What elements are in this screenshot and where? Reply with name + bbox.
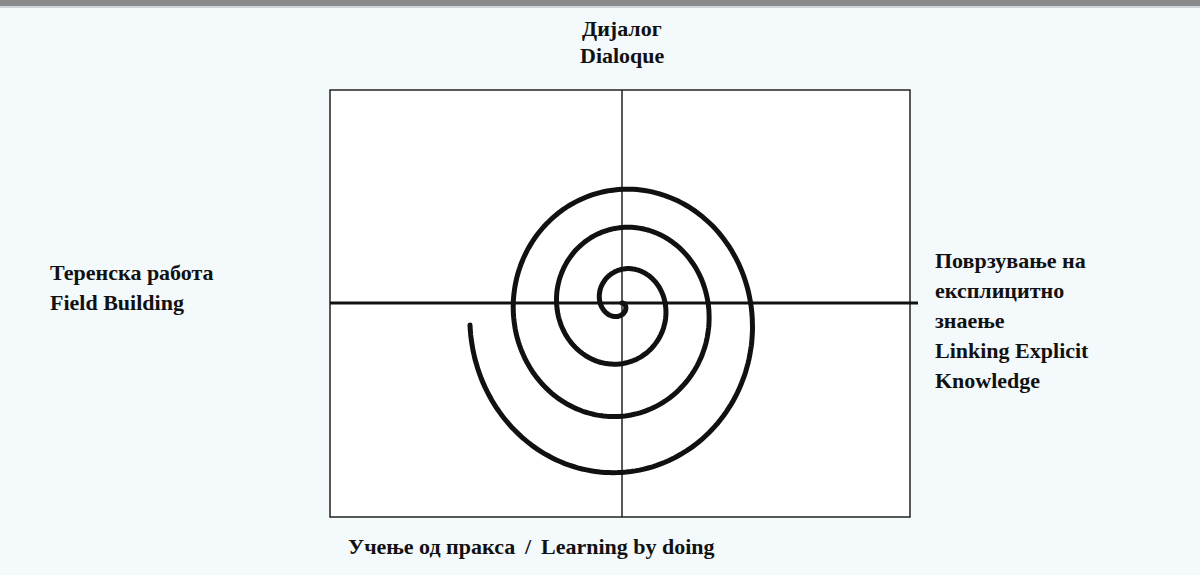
knowledge-spiral xyxy=(470,189,753,473)
axis-label: Учење од пракса xyxy=(348,532,515,562)
axis-label: Linking Explicit Knowledge xyxy=(935,336,1135,396)
separator: / xyxy=(525,532,531,562)
axis-label: Field Building xyxy=(50,288,280,318)
axis-label: Learning by doing xyxy=(541,532,715,562)
top-bar xyxy=(0,0,1200,6)
axis-label: Поврзување на експлицитно знаење xyxy=(935,246,1135,336)
axis-label: Дијалог xyxy=(582,14,662,44)
axis-label: Dialoque xyxy=(580,41,664,71)
top-bar-shadow xyxy=(0,6,1200,8)
axis-label: Теренска работа xyxy=(50,258,280,288)
